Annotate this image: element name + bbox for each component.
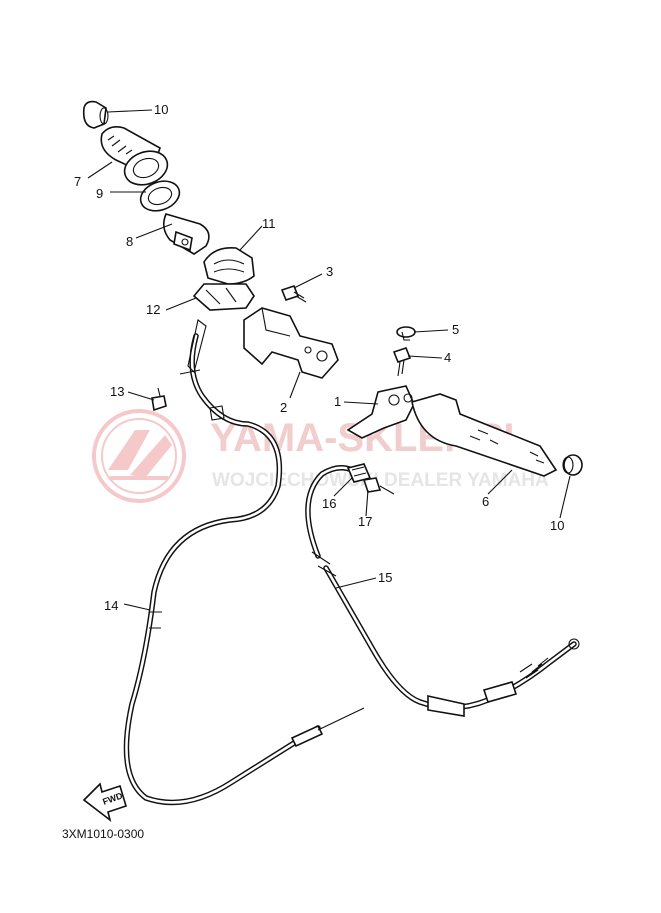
part-label-1: 1 xyxy=(334,394,341,409)
lever-holder xyxy=(243,307,339,379)
part-label-14: 14 xyxy=(104,598,118,613)
cable-15 xyxy=(305,465,580,717)
mounting-bolt xyxy=(280,285,307,303)
watermark-subtitle: WOJCIECHOWSKI DEALER YAMAHA xyxy=(212,470,549,491)
cable-adjuster xyxy=(346,463,372,483)
throttle-tube xyxy=(162,213,210,255)
part-label-15: 15 xyxy=(378,570,392,585)
lever-holder-assembly xyxy=(243,285,339,379)
leader-lines xyxy=(87,109,571,611)
diagram-code: 3XM1010-0300 xyxy=(62,827,144,841)
handlebar-grip-right xyxy=(411,393,558,477)
throttle-grip-left xyxy=(100,126,169,186)
lever-screw xyxy=(392,347,412,377)
left-grip-assembly xyxy=(82,100,255,311)
bar-end-plug-right xyxy=(562,454,583,476)
cable-guide-bolt xyxy=(151,387,167,412)
part-label-10-right: 10 xyxy=(550,518,564,533)
part-label-3: 3 xyxy=(326,264,333,279)
part-label-9: 9 xyxy=(96,186,103,201)
part-label-10: 10 xyxy=(154,102,168,117)
part-label-5: 5 xyxy=(452,322,459,337)
right-grip-assembly xyxy=(346,326,583,477)
part-label-11: 11 xyxy=(262,216,276,231)
part-label-16: 16 xyxy=(322,496,336,511)
lever-screw-cap xyxy=(396,326,416,341)
part-label-12: 12 xyxy=(146,302,160,317)
housing-upper xyxy=(203,246,255,285)
cable-14 xyxy=(123,319,365,806)
part-label-4: 4 xyxy=(444,350,451,365)
part-label-8: 7 xyxy=(74,174,81,189)
part-labels: 10 7 9 8 11 3 12 2 5 4 1 13 6 10 16 17 1… xyxy=(74,102,564,613)
part-label-6: 6 xyxy=(482,494,489,509)
clutch-lever xyxy=(346,385,415,439)
watermark-logo-icon xyxy=(92,409,186,503)
part-label-7: 8 xyxy=(126,234,133,249)
part-label-2: 2 xyxy=(280,400,287,415)
housing-lower xyxy=(192,283,255,311)
part-label-13: 13 xyxy=(110,384,124,399)
fwd-arrow-icon: FWD xyxy=(82,782,127,823)
adjuster-nut xyxy=(362,477,395,495)
part-label-17: 17 xyxy=(358,514,372,529)
washer-ring xyxy=(139,180,181,212)
bar-end-plug-left xyxy=(82,100,109,129)
